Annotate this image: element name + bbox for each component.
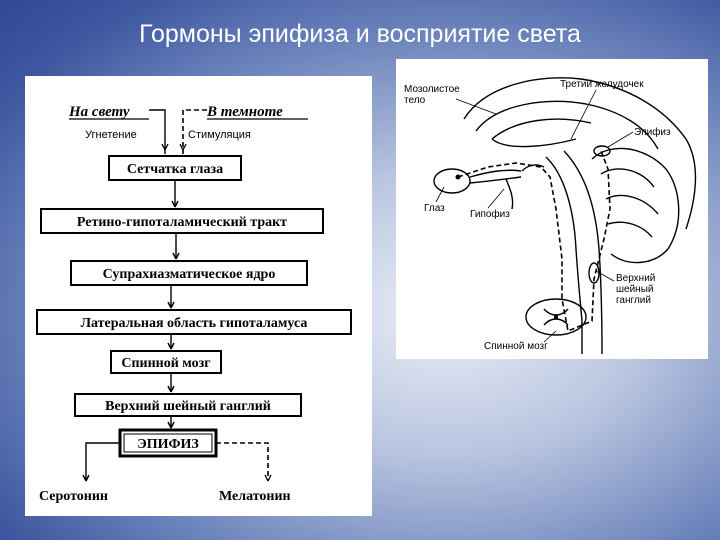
serotonin-arrow xyxy=(82,442,120,482)
label-corpus-callosum-2: тело xyxy=(404,95,426,106)
stimulation-label: Стимуляция xyxy=(188,129,251,141)
flow-arrows xyxy=(167,180,180,429)
cervical-ganglion-drawing xyxy=(588,262,600,284)
optic-path xyxy=(469,164,545,210)
box-spinal-cord: Спинной мозг xyxy=(110,350,222,374)
melatonin-arrowhead xyxy=(264,474,272,482)
box-retinohypothalamic-text: Ретино-гипоталамический тракт xyxy=(77,215,287,230)
label-corpus-callosum-1: Мозолистое xyxy=(404,84,460,95)
light-label: На свету xyxy=(68,104,130,120)
brainstem xyxy=(545,150,603,355)
box-lateral-hypothalamus: Латеральная область гипоталамуса xyxy=(36,309,352,335)
melatonin-label: Мелатонин xyxy=(219,489,291,504)
label-ganglion-1: Верхний xyxy=(616,273,655,284)
leader-lines xyxy=(435,89,634,343)
box-spinal-cord-text: Спинной мозг xyxy=(121,356,210,371)
anatomy-svg: Мозолистое тело Третий желудочек Эпифиз … xyxy=(404,77,697,355)
dark-label: В темноте xyxy=(206,104,283,120)
pineal-drawing xyxy=(593,145,611,157)
label-ganglion-2: шейный xyxy=(616,284,653,295)
light-arrow xyxy=(149,109,166,154)
box-retina: Сетчатка глаза xyxy=(108,155,242,181)
box-retina-text: Сетчатка глаза xyxy=(127,162,223,177)
box-pineal-text: ЭПИФИЗ xyxy=(137,437,199,452)
dark-arrowhead xyxy=(179,143,187,151)
flowchart-panel: На свету В темноте Угнетение Стимуляция … xyxy=(25,76,372,516)
anatomy-panel: Мозолистое тело Третий желудочек Эпифиз … xyxy=(396,59,708,359)
flowchart-svg: На свету В темноте Угнетение Стимуляция … xyxy=(36,104,352,504)
box-cervical-ganglion-text: Верхний шейный ганглий xyxy=(105,399,271,414)
brain-outline xyxy=(463,77,697,230)
box-pineal: ЭПИФИЗ xyxy=(118,428,218,458)
neural-pathway xyxy=(457,150,611,333)
dark-arrow xyxy=(182,109,207,154)
light-arrowhead xyxy=(161,143,169,151)
eye-drawing xyxy=(433,168,471,194)
box-retinohypothalamic: Ретино-гипоталамический тракт xyxy=(40,208,324,234)
label-pituitary: Гипофиз xyxy=(470,208,510,220)
inhibition-label: Угнетение xyxy=(85,129,137,141)
cerebellum xyxy=(591,147,680,264)
label-ganglion-3: ганглий xyxy=(616,295,651,306)
serotonin-label: Серотонин xyxy=(39,489,108,504)
label-spinal-cord: Спинной мозг xyxy=(484,341,548,352)
label-third-ventricle: Третий желудочек xyxy=(560,79,644,90)
box-scn: Супрахиазматическое ядро xyxy=(70,260,308,286)
label-eye: Глаз xyxy=(424,203,445,214)
melatonin-arrow xyxy=(216,442,269,481)
slide-title: Гормоны эпифиза и восприятие света xyxy=(139,20,581,48)
box-cervical-ganglion: Верхний шейный ганглий xyxy=(74,393,302,417)
box-scn-text: Супрахиазматическое ядро xyxy=(103,267,276,282)
box-lateral-hypothalamus-text: Латеральная область гипоталамуса xyxy=(81,316,308,331)
spinal-cord-section xyxy=(525,298,587,336)
label-pineal: Эпифиз xyxy=(634,126,671,138)
